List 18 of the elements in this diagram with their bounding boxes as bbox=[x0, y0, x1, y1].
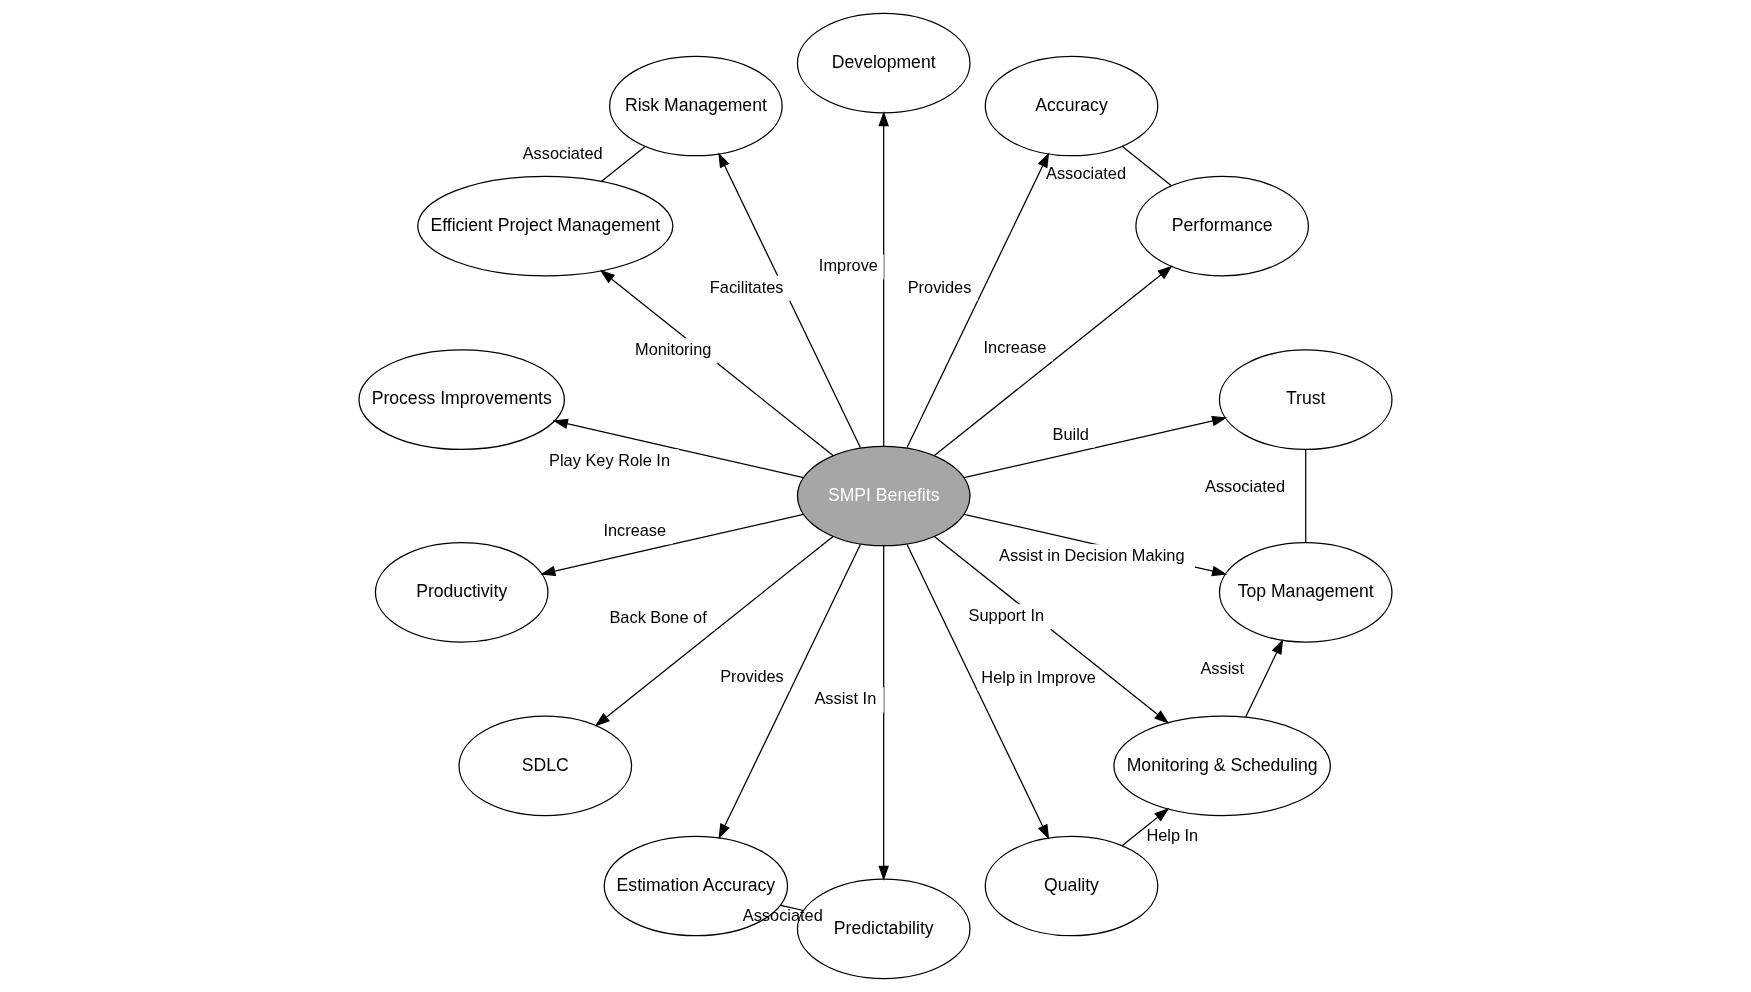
edge-label: Help in Improve bbox=[981, 667, 1096, 686]
edge-label: Support In bbox=[968, 606, 1045, 625]
edge-label: Back Bone of bbox=[609, 607, 707, 626]
edge-label: Improve bbox=[818, 256, 878, 275]
edge-label: Monitoring bbox=[635, 340, 712, 359]
edge-label: Provides bbox=[907, 277, 972, 296]
edge-label: Build bbox=[1052, 424, 1089, 443]
edge-label: Assist in Decision Making bbox=[999, 546, 1185, 565]
edge-label: Assist bbox=[1200, 659, 1245, 678]
edge-label: Facilitates bbox=[709, 277, 784, 296]
edge-label: Associated bbox=[1046, 164, 1127, 183]
edge-label: Play Key Role In bbox=[549, 451, 671, 470]
edge-label: Increase bbox=[603, 520, 667, 539]
edge-label: Associated bbox=[522, 144, 603, 163]
edge-label: Assist In bbox=[814, 689, 877, 708]
edge-label: Provides bbox=[720, 667, 784, 686]
edge-label: Associated bbox=[1204, 476, 1286, 495]
edge-label: Increase bbox=[983, 337, 1047, 356]
